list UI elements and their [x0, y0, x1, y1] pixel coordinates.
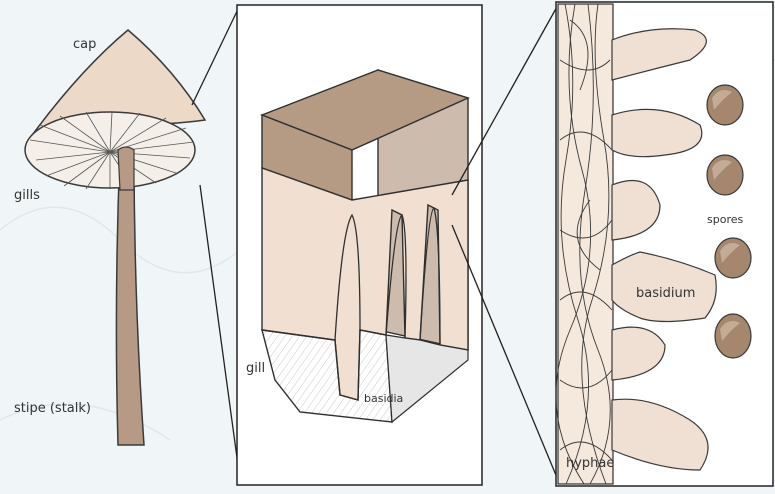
- label-basidia: basidia: [364, 393, 403, 404]
- label-cap: cap: [73, 38, 96, 51]
- label-basidium: basidium: [636, 287, 695, 300]
- label-spores: spores: [707, 214, 743, 225]
- label-gills: gills: [14, 189, 40, 202]
- stipe-shape: [116, 150, 144, 445]
- label-gill: gill: [246, 362, 265, 375]
- mushroom-figure: [25, 30, 205, 445]
- stipe-top: [118, 147, 134, 190]
- gill-block: [262, 70, 468, 422]
- label-stipe: stipe (stalk): [14, 402, 91, 415]
- connector-lines-1: [192, 5, 240, 480]
- label-hyphae: hyphae: [566, 457, 614, 470]
